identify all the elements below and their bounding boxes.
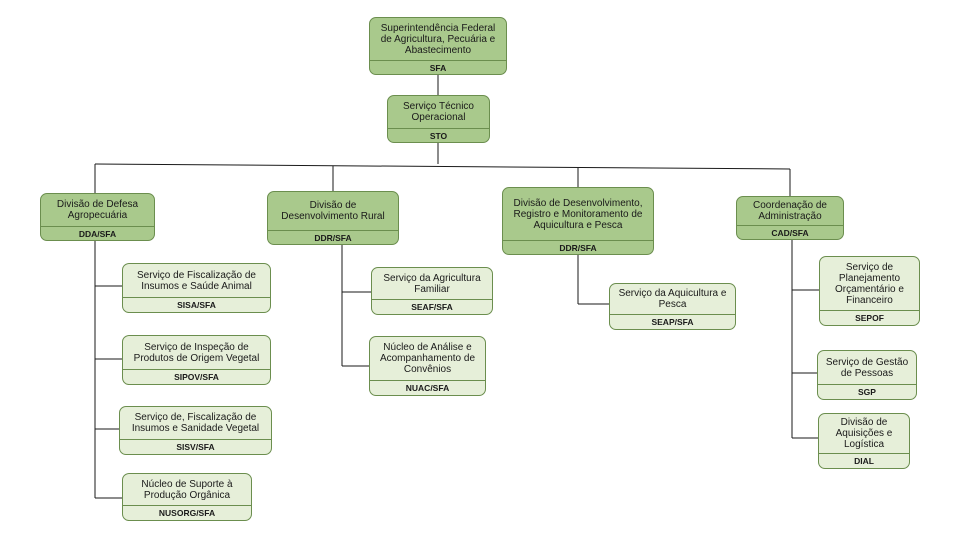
unit-acronym: SISV/SFA	[120, 439, 271, 454]
unit-name: Serviço de Inspeção de Produtos de Orige…	[133, 341, 260, 364]
unit-sisv: Serviço de, Fiscalização de Insumos e Sa…	[119, 406, 272, 455]
unit-seaf: Serviço da Agricultura Familiar SEAF/SFA	[371, 267, 493, 315]
unit-dial: Divisão de Aquisições e Logística DIAL	[818, 413, 910, 469]
unit-name: Serviço da Aquicultura e Pesca	[618, 288, 727, 310]
unit-acronym: DDR/SFA	[503, 240, 653, 254]
unit-seap: Serviço da Aquicultura e Pesca SEAP/SFA	[609, 283, 736, 330]
unit-name: Superintendência Federal de Agricultura,…	[380, 22, 496, 56]
unit-sto: Serviço Técnico Operacional STO	[387, 95, 490, 143]
unit-name: Serviço Técnico Operacional	[403, 101, 474, 123]
unit-name: Divisão de Desenvolvimento Rural	[281, 200, 385, 222]
unit-acronym: SEPOF	[820, 310, 919, 325]
unit-acronym: SEAP/SFA	[610, 314, 735, 329]
unit-acronym: DIAL	[819, 453, 909, 468]
unit-nusorg: Núcleo de Suporte à Produção Orgânica NU…	[122, 473, 252, 521]
unit-dda: Divisão de Defesa Agropecuária DDA/SFA	[40, 193, 155, 241]
unit-name: Serviço de Gestão de Pessoas	[825, 356, 909, 379]
unit-acronym: NUAC/SFA	[370, 380, 485, 395]
unit-acronym: NUSORG/SFA	[123, 505, 251, 520]
unit-acronym: STO	[388, 128, 489, 142]
unit-acronym: CAD/SFA	[737, 225, 843, 239]
unit-acronym: SFA	[370, 60, 506, 74]
unit-acronym: SEAF/SFA	[372, 299, 492, 314]
unit-acronym: SISA/SFA	[123, 297, 270, 312]
unit-name: Serviço de, Fiscalização de Insumos e Sa…	[131, 412, 260, 434]
unit-sipov: Serviço de Inspeção de Produtos de Orige…	[122, 335, 271, 385]
unit-name: Divisão de Aquisições e Logística	[835, 417, 893, 450]
unit-acronym: SIPOV/SFA	[123, 369, 270, 384]
unit-name: Coordenação de Administração	[753, 200, 827, 222]
unit-sepof: Serviço de Planejamento Orçamentário e F…	[819, 256, 920, 326]
unit-name: Núcleo de Suporte à Produção Orgânica	[141, 478, 233, 501]
unit-name: Núcleo de Análise e Acompanhamento de Co…	[379, 342, 476, 375]
unit-acronym: SGP	[818, 384, 916, 399]
unit-name: Divisão de Defesa Agropecuária	[56, 199, 139, 221]
unit-acronym: DDR/SFA	[268, 230, 398, 244]
unit-sisa: Serviço de Fiscalização de Insumos e Saú…	[122, 263, 271, 313]
unit-name: Serviço de Planejamento Orçamentário e F…	[835, 261, 904, 306]
unit-acronym: DDA/SFA	[41, 226, 154, 240]
unit-cad: Coordenação de Administração CAD/SFA	[736, 196, 844, 240]
unit-nuac: Núcleo de Análise e Acompanhamento de Co…	[369, 336, 486, 396]
unit-ddr-rural: Divisão de Desenvolvimento Rural DDR/SFA	[267, 191, 399, 245]
unit-name: Divisão de Desenvolvimento, Registro e M…	[513, 197, 643, 231]
unit-name: Serviço de Fiscalização de Insumos e Saú…	[137, 269, 256, 292]
unit-ddr-aqui: Divisão de Desenvolvimento, Registro e M…	[502, 187, 654, 255]
unit-sfa: Superintendência Federal de Agricultura,…	[369, 17, 507, 75]
unit-name: Serviço da Agricultura Familiar	[383, 272, 481, 295]
connector-horizontal-bus	[94, 163, 791, 170]
unit-sgp: Serviço de Gestão de Pessoas SGP	[817, 350, 917, 400]
